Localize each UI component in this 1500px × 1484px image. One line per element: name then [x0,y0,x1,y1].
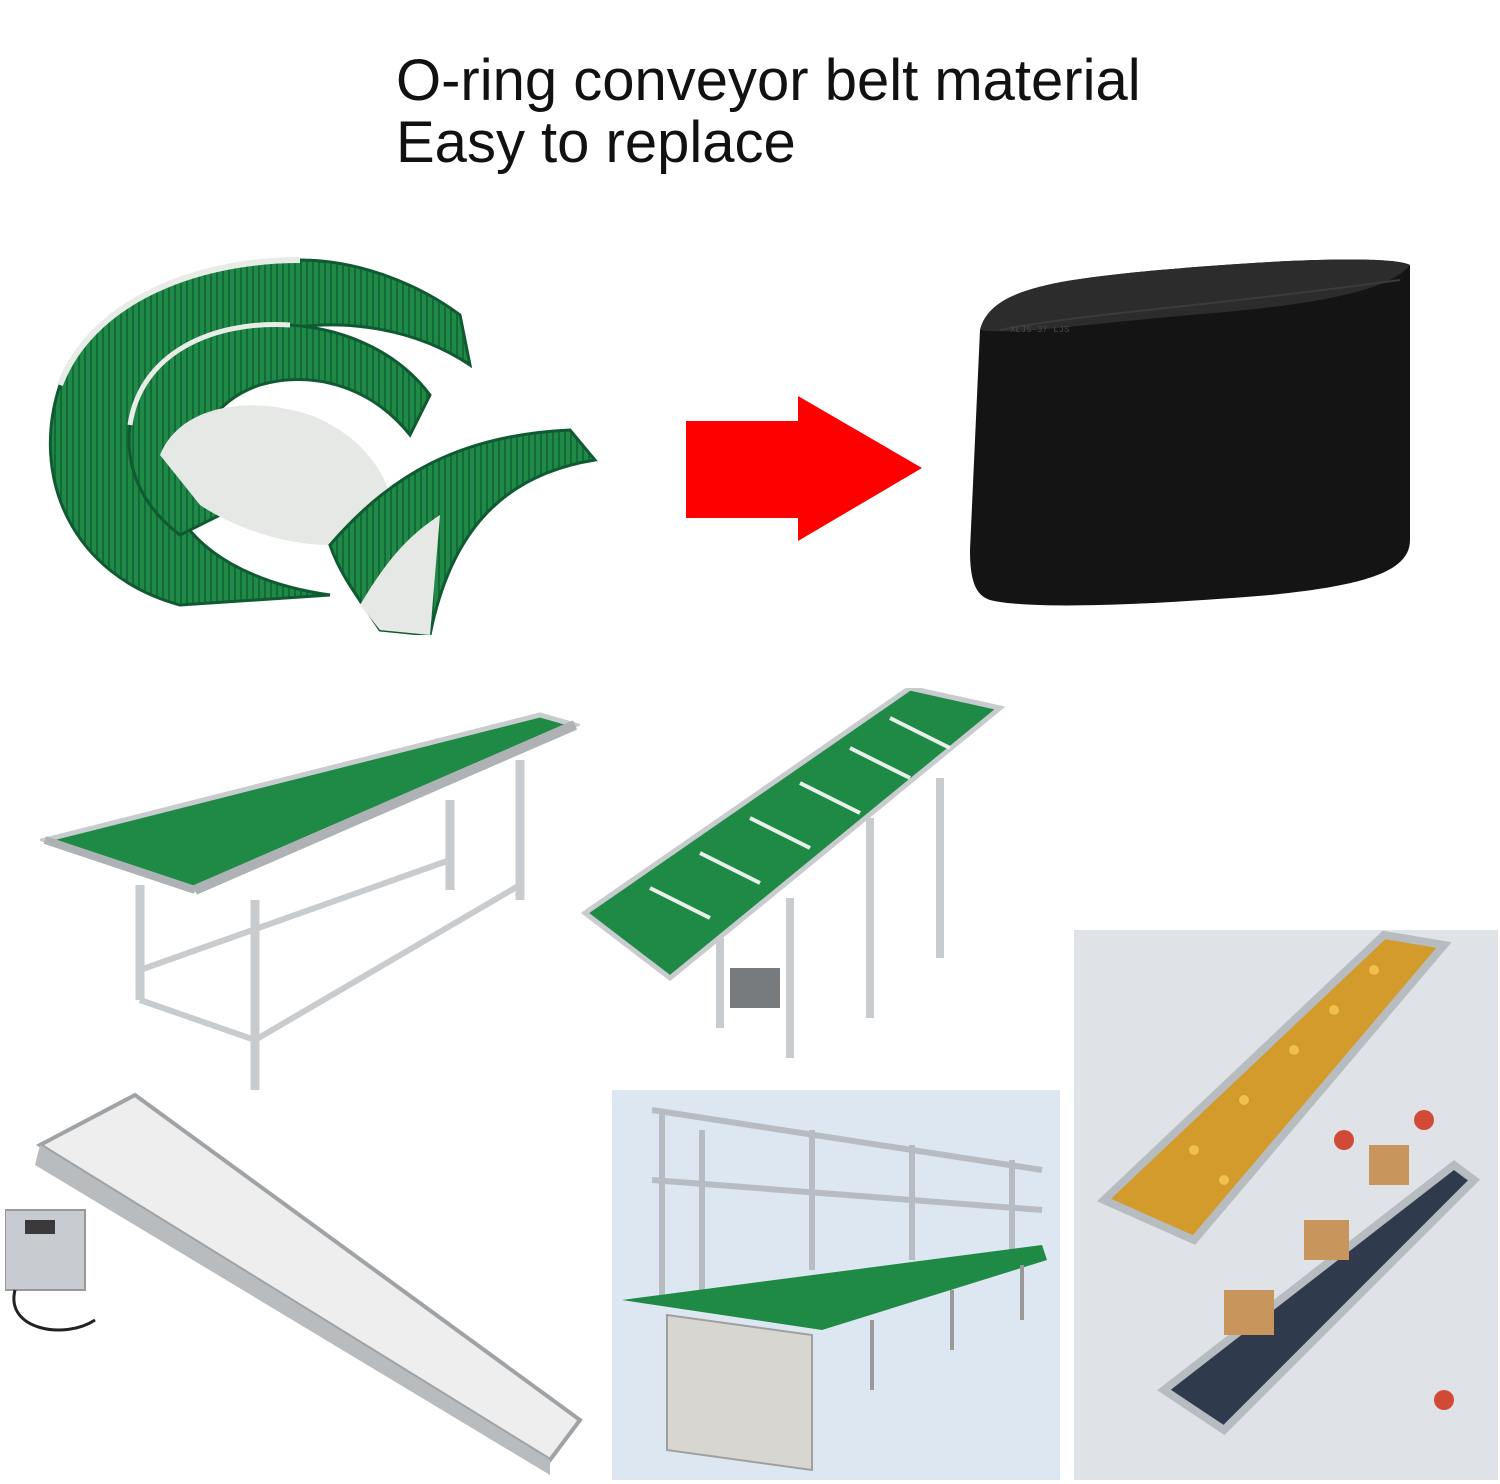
black-oring-belt-image: XLJS-37 LJS [970,259,1410,606]
incline-cleated-conveyor-image [580,688,1006,1058]
svg-text:XLJS-37 LJS: XLJS-37 LJS [1010,325,1069,335]
replace-arrow-icon [686,396,922,541]
mobile-incline-conveyors-image [1096,930,1481,1436]
green-belt-roll-image [48,257,598,635]
headline-line-2: Easy to replace [396,110,796,175]
headline: O-ring conveyor belt material Easy to re… [396,50,1396,174]
headline-line-1: O-ring conveyor belt material [396,48,1141,113]
flat-green-conveyor-image [40,712,580,1090]
assembly-line-conveyor-image [622,1107,1047,1472]
white-belt-conveyor-image [5,1092,583,1475]
